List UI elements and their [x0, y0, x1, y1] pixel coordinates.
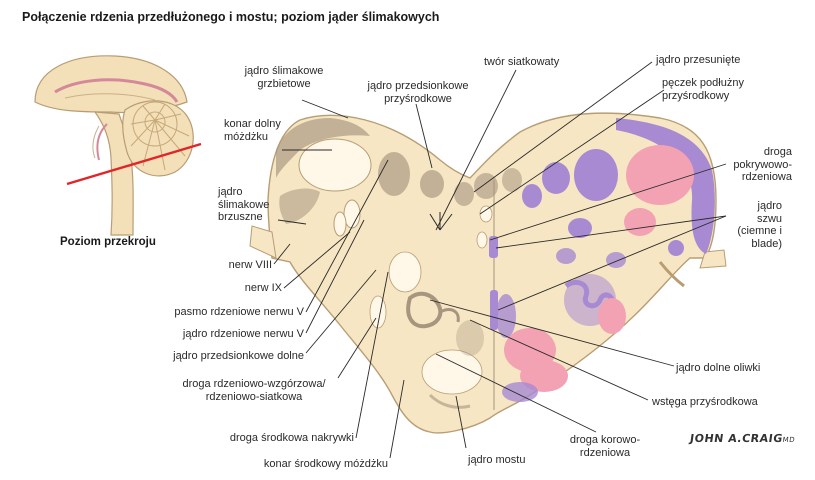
- label-nerve-ix: nerw IX: [244, 282, 282, 294]
- label-ventral-cochlear: jądro ślimakowe brzuszne: [218, 186, 270, 223]
- label-pontine-nuclei: jądro mostu: [468, 454, 526, 466]
- label-inferior-cerebellar-peduncle: konar dolny móżdżku: [224, 118, 281, 143]
- label-mlf: pęczek podłużny przyśrodkowy: [662, 77, 744, 102]
- page-title: Połączenie rdzenia przedłużonego i mostu…: [22, 10, 440, 24]
- label-central-tegmental: droga środkowa nakrywki: [229, 432, 354, 444]
- label-spinal-nucleus-v: jądro rdzeniowe nerwu V: [182, 328, 304, 340]
- label-corticospinal: droga korowo-rdzeniowa: [569, 434, 641, 459]
- label-middle-cerebellar-peduncle: konar środkowy móżdżku: [263, 458, 388, 470]
- label-raphe: jądro szwu (ciemne i blade): [737, 200, 782, 250]
- label-reticular: twór siatkowaty: [484, 56, 560, 68]
- label-dorsal-cochlear: jądro ślimakowe grzbietowe: [244, 65, 324, 90]
- label-inferior-vestibular: jądro przedsionkowe dolne: [173, 350, 304, 362]
- label-medial-vestibular: jądro przedsionkowe przyśrodkowe: [367, 80, 469, 105]
- label-medial-lemniscus: wstęga przyśrodkowa: [652, 396, 758, 408]
- label-inferior-olive: jądro dolne oliwki: [676, 362, 761, 374]
- label-prepositus: jądro przesunięte: [656, 54, 741, 66]
- artist-signature: JOHN A.CRAIGMD: [689, 432, 796, 445]
- label-nerve-viii: nerw VIII: [228, 259, 272, 271]
- label-tectospinal: droga pokrywowo-rdzeniowa: [733, 146, 792, 183]
- inset-brain-figure: [34, 55, 202, 236]
- label-spinothalamic: droga rdzeniowo-wzgórzowa/ rdzeniowo-sia…: [182, 378, 326, 403]
- label-spinal-tract-v: pasmo rdzeniowe nerwu V: [174, 306, 304, 318]
- leader-lines: [273, 61, 727, 459]
- inset-caption: Poziom przekroju: [60, 236, 156, 248]
